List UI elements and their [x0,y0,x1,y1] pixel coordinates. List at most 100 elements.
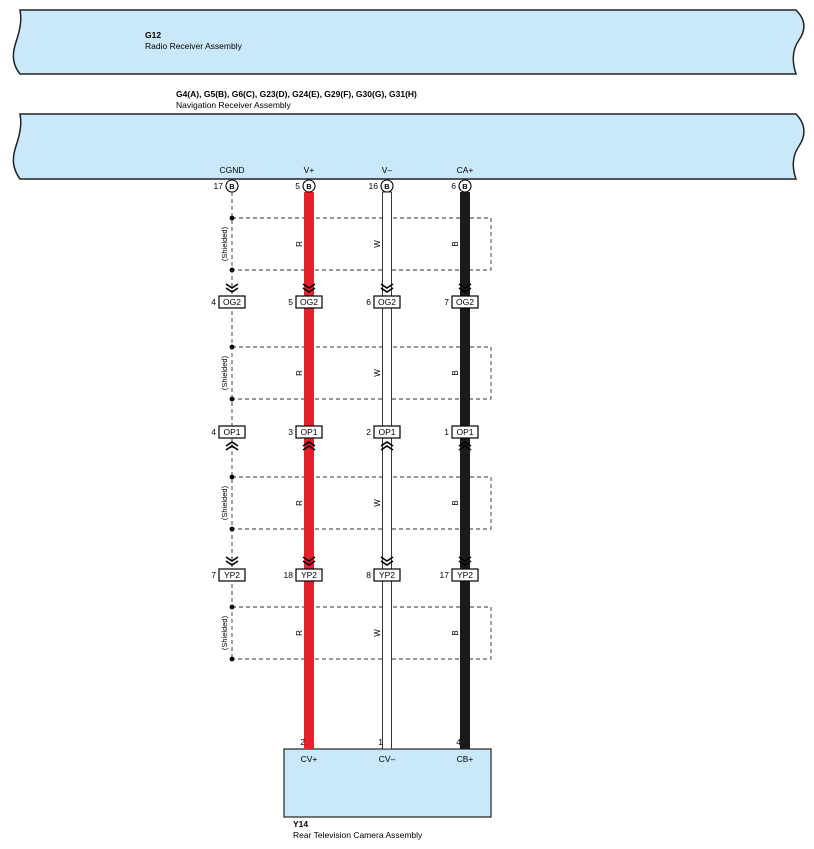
shield-junction-dot [229,474,235,480]
connector-og2-name: OG2 [378,297,396,307]
radio-receiver-code: G12 [145,30,161,40]
connector-yp2-name: YP2 [457,570,473,580]
connector-yp2-name: YP2 [224,570,240,580]
connector-yp2-box [295,568,323,582]
connector-chevron-icon [225,560,239,566]
connector-og2-box [451,295,479,309]
connector-chevron-icon [302,283,316,289]
connector-b-letter: B [229,182,235,191]
connector-b-letter: B [306,182,312,191]
pin-number-caplus: 6 [451,181,456,191]
connector-chevron-icon [225,287,239,293]
connector-chevron-icon [380,560,394,566]
connector-yp2-pin: 8 [366,570,371,580]
shielded-label: (Shielded) [220,615,229,650]
wire-color-code-vplus: R [295,630,304,636]
shielded-label: (Shielded) [220,355,229,390]
connector-b-circle [302,179,316,193]
connector-chevron-icon [225,556,239,562]
connector-op1-box [373,425,401,439]
shield-outline [232,606,492,660]
navigation-receiver-codes: G4(A), G5(B), G6(C), G23(D), G24(E), G29… [176,89,417,99]
connector-yp2-name: YP2 [379,570,395,580]
rear-camera-assembly-box [283,748,492,818]
wire-color-code-vplus: R [295,500,304,506]
camera-pin-label-caplus: CB+ [457,754,474,764]
wire-color-code-vminus: W [373,499,382,507]
connector-og2-pin: 4 [211,297,216,307]
connector-b-circle [380,179,394,193]
connector-chevron-icon [225,445,239,451]
connector-op1-name: OP1 [456,427,473,437]
radio-receiver-assembly-box [12,9,805,75]
rear-camera-name: Rear Television Camera Assembly [293,830,423,840]
radio-receiver-name: Radio Receiver Assembly [145,41,243,51]
connector-og2-pin: 7 [444,297,449,307]
connector-chevron-icon [458,445,472,451]
connector-og2-box [373,295,401,309]
wire-vminus [382,191,392,750]
connector-op1-box [451,425,479,439]
camera-pin-vplus: 2 [300,737,305,747]
wire-color-code-caplus: B [451,500,460,505]
camera-pin-caplus: 4 [456,737,461,747]
connector-op1-box [218,425,246,439]
wire-vplus [304,192,314,749]
connector-op1-name: OP1 [300,427,317,437]
connector-op1-box [295,425,323,439]
connector-b-circle [225,179,239,193]
wire-caplus [460,192,470,749]
connector-b-letter: B [462,182,468,191]
connector-op1-name: OP1 [223,427,240,437]
connector-chevron-icon [302,287,316,293]
shield-outline [232,346,492,400]
connector-op1-pin: 4 [211,427,216,437]
connector-og2-box [295,295,323,309]
shield-junction-dot [229,656,235,662]
navigation-receiver-name: Navigation Receiver Assembly [176,100,292,110]
connector-yp2-pin: 17 [440,570,450,580]
connector-chevron-icon [225,283,239,289]
connector-chevron-icon [458,556,472,562]
rear-camera-code: Y14 [293,819,308,829]
connector-op1-pin: 1 [444,427,449,437]
connector-chevron-icon [380,556,394,562]
connector-op1-pin: 2 [366,427,371,437]
connector-chevron-icon [302,560,316,566]
pin-number-cgnd: 17 [214,181,224,191]
connector-chevron-icon [380,287,394,293]
connector-chevron-icon [458,283,472,289]
connector-chevron-icon [302,445,316,451]
connector-chevron-icon [458,441,472,447]
connector-chevron-icon [225,441,239,447]
shield-junction-dot [229,215,235,221]
connector-og2-pin: 6 [366,297,371,307]
connector-yp2-box [373,568,401,582]
pin-number-vplus: 5 [295,181,300,191]
connector-chevron-icon [380,445,394,451]
shield-outline [232,217,492,271]
navigation-receiver-assembly-box [12,113,805,180]
connector-og2-name: OG2 [456,297,474,307]
connector-chevron-icon [380,283,394,289]
wire-color-code-caplus: B [451,241,460,246]
connector-b-circle [458,179,472,193]
wire-color-code-vminus: W [373,629,382,637]
wire-color-code-vminus: W [373,240,382,248]
connector-chevron-icon [302,441,316,447]
wire-color-code-vplus: R [295,241,304,247]
wire-color-code-vminus: W [373,369,382,377]
connector-chevron-icon [302,556,316,562]
connector-chevron-icon [458,287,472,293]
shielded-label: (Shielded) [220,226,229,261]
connector-yp2-pin: 7 [211,570,216,580]
connector-og2-pin: 5 [288,297,293,307]
camera-pin-label-vminus: CV– [379,754,396,764]
camera-pin-vminus: 1 [378,737,383,747]
wire-color-code-vplus: R [295,370,304,376]
connector-yp2-name: YP2 [301,570,317,580]
pin-number-vminus: 16 [369,181,379,191]
connector-og2-box [218,295,246,309]
connector-og2-name: OG2 [223,297,241,307]
